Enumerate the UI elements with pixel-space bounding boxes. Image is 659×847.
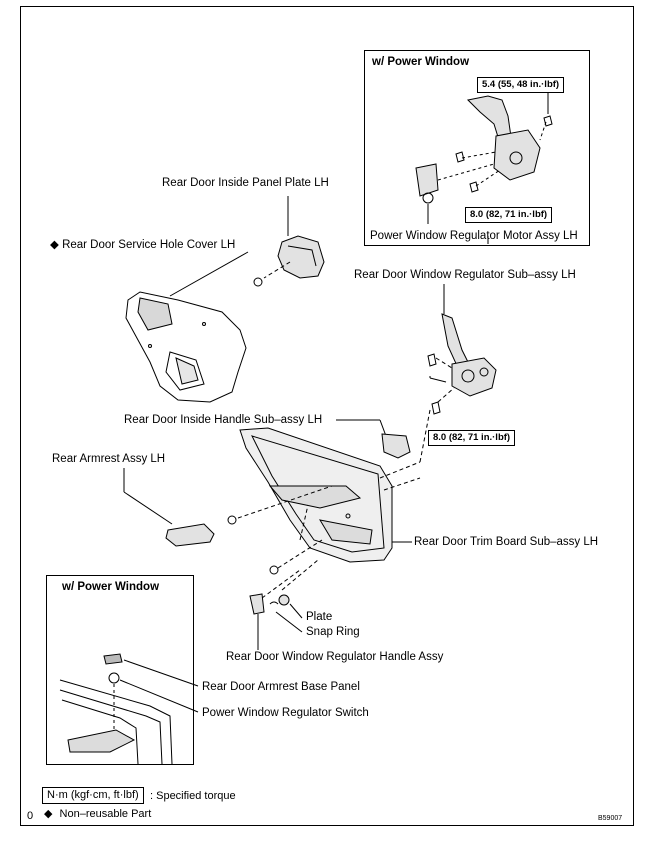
inset-top-title: w/ Power Window	[372, 56, 470, 68]
armrest-drawing	[165, 523, 215, 547]
legend-left-marker: 0	[27, 810, 34, 822]
inside-panel-plate-drawing	[253, 196, 325, 287]
label-inside-handle: Rear Door Inside Handle Sub–assy LH	[124, 414, 323, 426]
label-armrest-base-panel: Rear Door Armrest Base Panel	[202, 681, 360, 693]
trim-board-drawing	[239, 427, 393, 563]
bottom-inset-drawing	[59, 653, 173, 765]
label-armrest-assy: Rear Armrest Assy LH	[52, 453, 166, 465]
label-inside-panel-plate: Rear Door Inside Panel Plate LH	[162, 177, 329, 189]
legend-torque-text: : Specified torque	[150, 790, 236, 802]
nonreusable-legend-icon: ◆	[44, 808, 53, 820]
nonreusable-icon: ◆	[50, 239, 59, 251]
inside-handle-drawing	[381, 433, 411, 459]
label-pw-motor: Power Window Regulator Motor Assy LH	[370, 230, 578, 242]
figure-code: B59007	[598, 815, 623, 822]
torque-motor-upper: 5.4 (55, 48 in.·lbf)	[477, 77, 565, 93]
regulator-handle-drawing	[249, 593, 265, 615]
window-regulator-drawing	[427, 313, 497, 415]
service-hole-cover-drawing	[125, 291, 247, 403]
label-trim-board: Rear Door Trim Board Sub–assy LH	[414, 536, 599, 548]
label-service-hole-cover: ◆ Rear Door Service Hole Cover LH	[50, 238, 235, 252]
label-regulator-handle: Rear Door Window Regulator Handle Assy	[226, 651, 444, 663]
dashed-guides	[237, 409, 431, 599]
label-pw-switch: Power Window Regulator Switch	[202, 707, 369, 719]
diagram-frame	[20, 6, 634, 826]
torque-regulator: 8.0 (82, 71 in.·lbf)	[428, 430, 516, 446]
legend-nonreusable-text: Non–reusable Part	[59, 808, 152, 820]
motor-assy-drawing	[415, 90, 553, 224]
label-service-hole-cover-text: Rear Door Service Hole Cover LH	[62, 239, 236, 251]
legend-nonreusable: ◆ Non–reusable Part	[44, 807, 151, 821]
label-snap-ring: Snap Ring	[306, 626, 360, 638]
label-window-regulator: Rear Door Window Regulator Sub–assy LH	[354, 269, 576, 281]
label-plate: Plate	[306, 611, 333, 623]
legend-torque-unit: N·m (kgf·cm, ft·lbf)	[42, 787, 144, 804]
torque-motor-lower: 8.0 (82, 71 in.·lbf)	[465, 207, 553, 223]
inset-bottom-title: w/ Power Window	[62, 581, 160, 593]
